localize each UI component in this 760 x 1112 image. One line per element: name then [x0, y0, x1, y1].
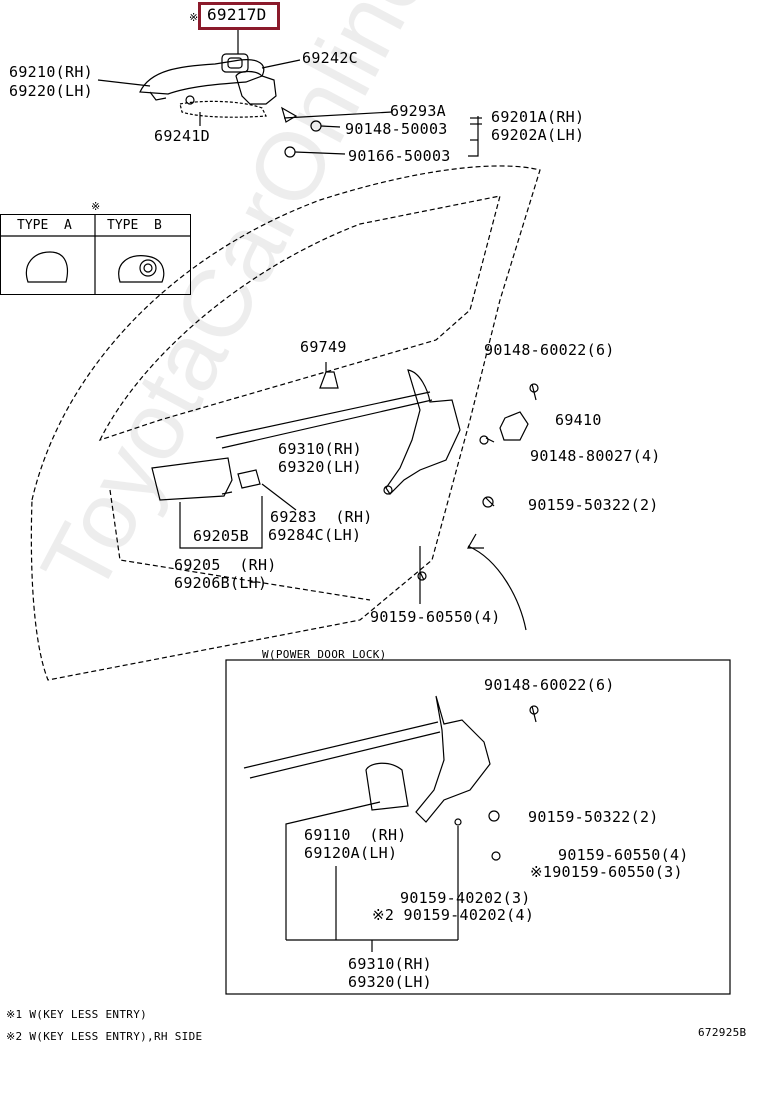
part-69310-lower[interactable]: 69310(RH)	[348, 955, 432, 973]
part-90148-50003[interactable]: 90148-50003	[345, 120, 448, 138]
part-69241d[interactable]: 69241D	[154, 127, 210, 145]
asterisk-mark-type: ※	[91, 200, 101, 213]
type-box-lines	[0, 214, 190, 294]
part-69110[interactable]: 69110 (RH)	[304, 826, 407, 844]
part-69205[interactable]: 69205 (RH)	[174, 556, 277, 574]
part-69201a[interactable]: 69201A(RH)	[491, 108, 585, 126]
part-69320-upper[interactable]: 69320(LH)	[278, 458, 362, 476]
part-90159-50322-upper[interactable]: 90159-50322(2)	[528, 496, 659, 514]
footnote-2: ※2 W(KEY LESS ENTRY),RH SIDE	[6, 1030, 203, 1043]
part-69293a[interactable]: 69293A	[390, 102, 446, 120]
part-69283[interactable]: 69283 (RH)	[270, 508, 373, 526]
part-90159-60550-lower[interactable]: 90159-60550(4)	[558, 846, 689, 864]
type-b-label: TYPE B	[107, 218, 162, 233]
part-90159-60550-keyless[interactable]: ※190159-60550(3)	[530, 863, 683, 881]
outside-handle-assembly	[97, 30, 482, 158]
part-90159-40202-keyless-rh[interactable]: ※2 90159-40202(4)	[372, 906, 535, 924]
part-69242c[interactable]: 69242C	[302, 49, 358, 67]
selected-part-highlight	[198, 2, 280, 30]
part-69210[interactable]: 69210(RH)	[9, 63, 93, 81]
part-69217d[interactable]: 69217D	[207, 5, 267, 24]
part-69284c[interactable]: 69284C(LH)	[268, 526, 362, 544]
part-69206b[interactable]: 69206B(LH)	[174, 574, 268, 592]
part-90166-50003[interactable]: 90166-50003	[348, 147, 451, 165]
part-69410[interactable]: 69410	[555, 411, 602, 429]
part-90148-60022-upper[interactable]: 90148-60022(6)	[484, 341, 615, 359]
type-a-label: TYPE A	[17, 218, 72, 233]
power-door-lock-frame	[225, 659, 731, 995]
part-69120a[interactable]: 69120A(LH)	[304, 844, 398, 862]
part-90159-50322-lower[interactable]: 90159-50322(2)	[528, 808, 659, 826]
footnote-1: ※1 W(KEY LESS ENTRY)	[6, 1008, 148, 1021]
part-69320-lower[interactable]: 69320(LH)	[348, 973, 432, 991]
part-69220[interactable]: 69220(LH)	[9, 82, 93, 100]
part-90159-60550-upper[interactable]: 90159-60550(4)	[370, 608, 501, 626]
asterisk-mark: ※	[189, 11, 199, 24]
part-69310-upper[interactable]: 69310(RH)	[278, 440, 362, 458]
part-69205b[interactable]: 69205B	[193, 527, 249, 545]
lower-lock-assembly	[243, 695, 539, 952]
part-90159-40202[interactable]: 90159-40202(3)	[400, 889, 531, 907]
part-90148-80027[interactable]: 90148-80027(4)	[530, 447, 661, 465]
part-69749[interactable]: 69749	[300, 338, 347, 356]
type-variants-box	[0, 214, 191, 295]
power-door-lock-title: W(POWER DOOR LOCK)	[262, 648, 387, 661]
diagram-number: 672925B	[698, 1026, 747, 1039]
door-outline	[30, 165, 541, 681]
part-69202a[interactable]: 69202A(LH)	[491, 126, 585, 144]
part-90148-60022-lower[interactable]: 90148-60022(6)	[484, 676, 615, 694]
upper-lock-assembly	[151, 362, 539, 631]
